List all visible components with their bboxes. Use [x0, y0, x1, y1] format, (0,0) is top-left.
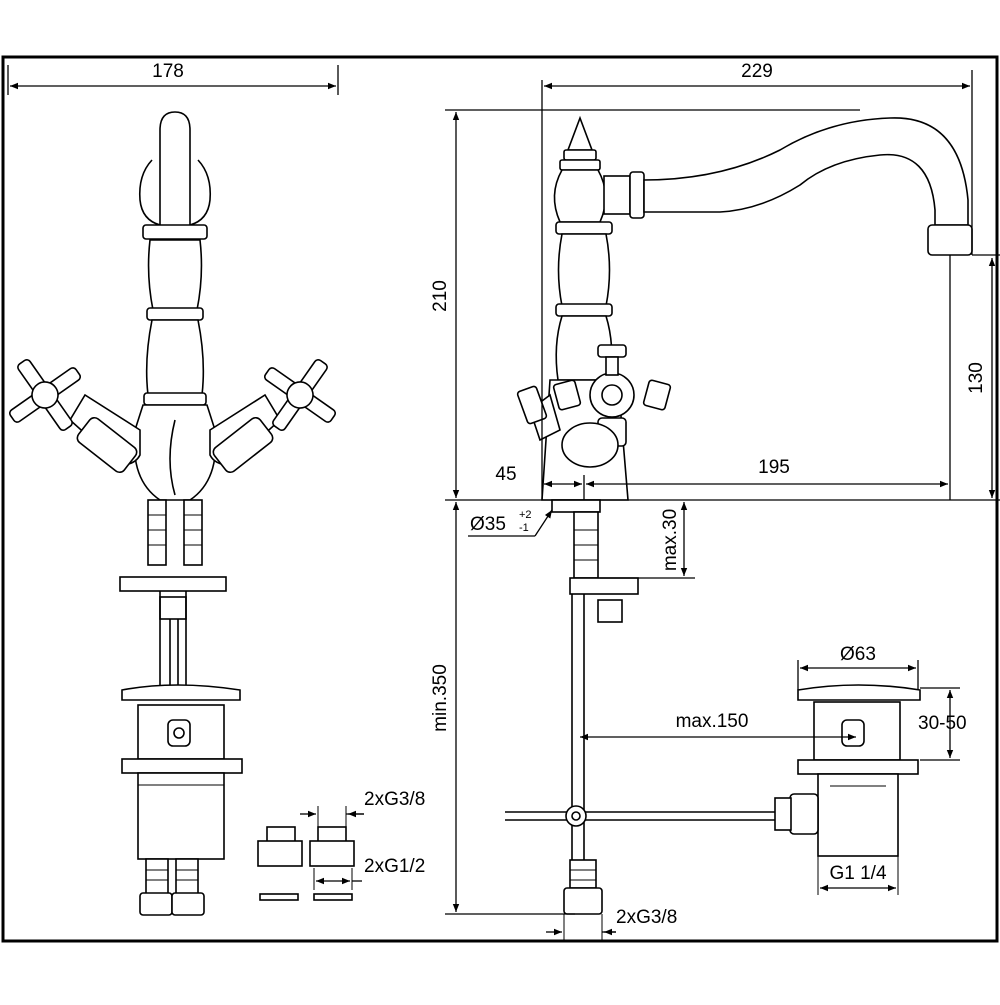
dim-hose-g38: 2xG3/8 — [616, 907, 677, 928]
dim-hole-tol-minus: -1 — [519, 522, 529, 534]
dim-side-width: 229 — [741, 61, 773, 82]
dim-height: 210 — [430, 280, 451, 312]
drawing-frame — [1, 55, 999, 943]
dim-waste-adjust: 30-50 — [918, 713, 967, 734]
dim-front-width: 178 — [152, 61, 184, 82]
dim-waste-thread: G1 1/4 — [829, 863, 886, 884]
dim-connector-g38: 2xG3/8 — [364, 789, 425, 810]
connector-detail — [257, 826, 355, 901]
dim-hole-diameter: Ø35 — [470, 514, 506, 535]
dim-rod-max: max.150 — [676, 711, 749, 732]
dim-spout-height: 130 — [966, 362, 987, 394]
dim-deck-max: max.30 — [660, 509, 681, 571]
dim-reach: 195 — [758, 457, 790, 478]
dim-offset-45: 45 — [495, 464, 516, 485]
dim-below-deck: min.350 — [430, 664, 451, 732]
dim-waste-diameter: Ø63 — [840, 644, 876, 665]
dim-connector-g12: 2xG1/2 — [364, 856, 425, 877]
side-view-faucet — [505, 115, 973, 915]
front-view-faucet — [8, 111, 337, 916]
dim-hole-tol-plus: +2 — [519, 509, 532, 521]
